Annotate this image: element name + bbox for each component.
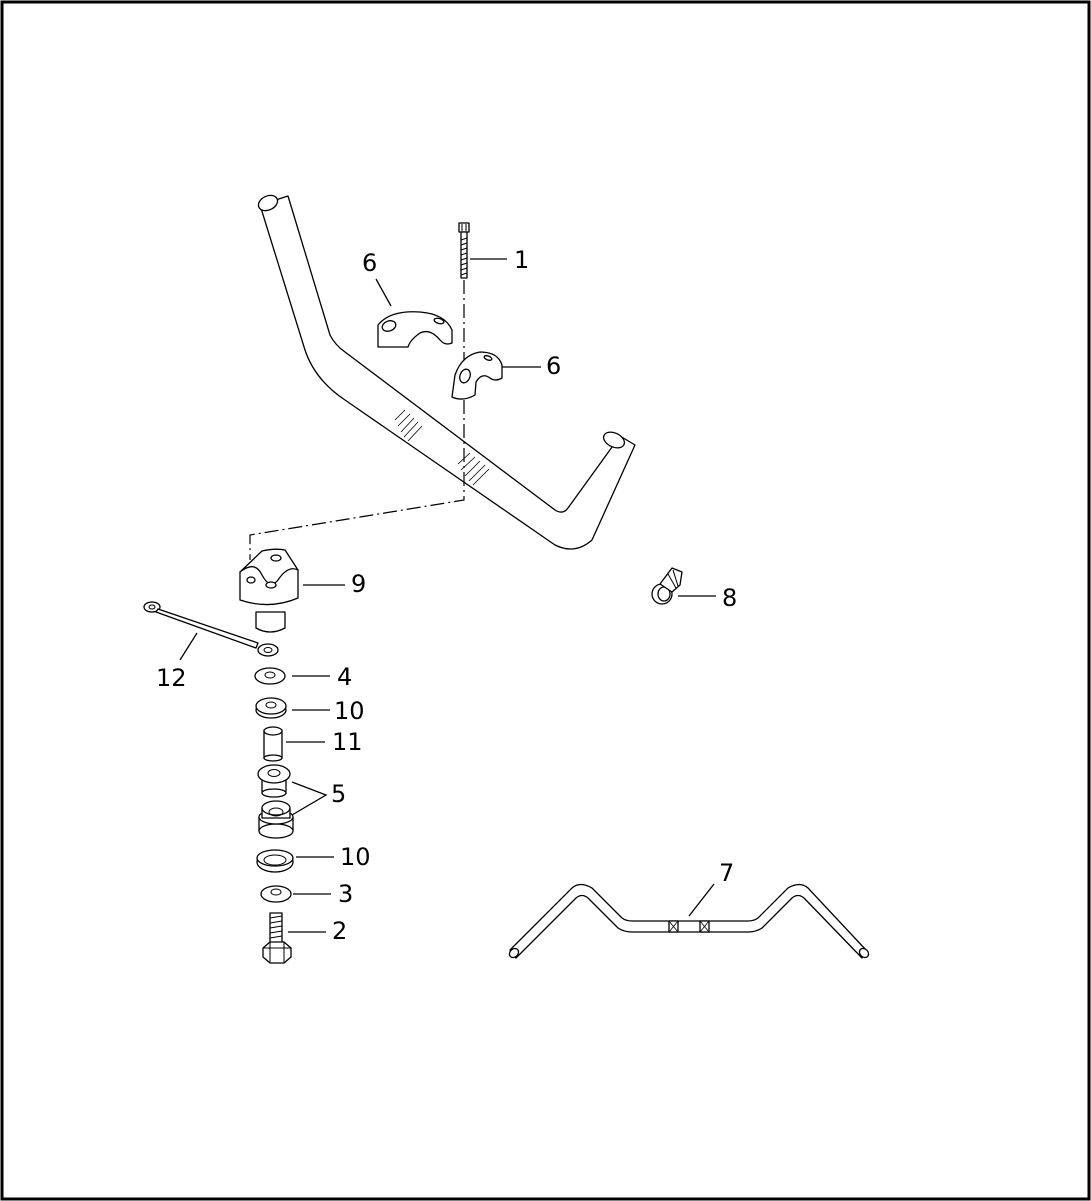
callout-8: 8 bbox=[722, 584, 737, 612]
callout-4: 4 bbox=[337, 663, 352, 691]
washer-part-4 bbox=[254, 667, 286, 685]
callout-12: 12 bbox=[156, 664, 187, 692]
callout-6-lower: 6 bbox=[546, 352, 561, 380]
bushing-part-5-lower bbox=[258, 800, 294, 839]
callout-6-upper: 6 bbox=[362, 249, 377, 277]
callout-9: 9 bbox=[351, 570, 366, 598]
callout-10-upper: 10 bbox=[334, 697, 365, 725]
handlebar-part-7 bbox=[508, 883, 870, 959]
callouts: 1 2 3 4 5 6 6 7 8 9 10 10 11 12 bbox=[156, 246, 737, 945]
knurl-left bbox=[394, 409, 423, 442]
callout-5: 5 bbox=[331, 780, 346, 808]
riser-part-9 bbox=[239, 548, 299, 633]
callout-3: 3 bbox=[338, 880, 353, 908]
callout-7: 7 bbox=[719, 859, 734, 887]
bushing-part-5-upper bbox=[257, 764, 291, 798]
callout-2: 2 bbox=[332, 917, 347, 945]
handlebar-main bbox=[257, 194, 636, 550]
clamp-upper-part-6 bbox=[377, 311, 453, 348]
spacer-part-11 bbox=[263, 726, 283, 762]
bushing-part-10-lower bbox=[256, 849, 294, 873]
clip-part-8 bbox=[651, 567, 683, 605]
washer-part-3 bbox=[260, 885, 292, 903]
callout-1: 1 bbox=[514, 246, 529, 274]
bushing-part-10-upper bbox=[255, 697, 287, 719]
ground-strap-part-12 bbox=[143, 601, 279, 657]
callout-10-lower: 10 bbox=[340, 843, 371, 871]
clamp-small-part-6 bbox=[451, 351, 503, 400]
bolt-part-2 bbox=[262, 912, 292, 964]
leader-lines bbox=[179, 258, 716, 933]
callout-11: 11 bbox=[332, 728, 363, 756]
knurl-right bbox=[457, 452, 490, 486]
screw-part-1 bbox=[458, 222, 470, 279]
